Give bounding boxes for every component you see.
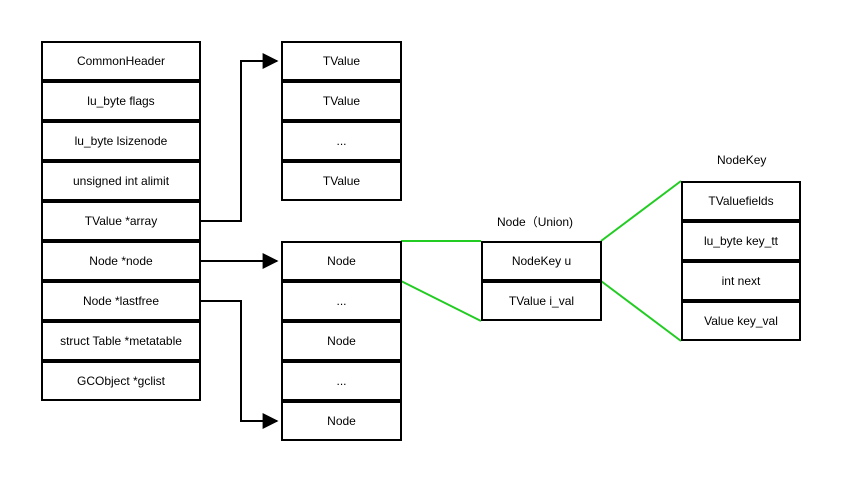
node-cell: Node: [281, 241, 402, 281]
table-field-lastfree: Node *lastfree: [41, 281, 201, 321]
array-pointer-arrow: [201, 53, 279, 222]
nodekey-expand-line-bottom: [600, 280, 682, 342]
table-field-flags: lu_byte flags: [41, 81, 201, 121]
table-field-gclist: GCObject *gclist: [41, 361, 201, 401]
node-cell-ellipsis: ...: [281, 361, 402, 401]
node-cell-ellipsis: ...: [281, 281, 402, 321]
table-field-node: Node *node: [41, 241, 201, 281]
table-field-lsizenode: lu_byte lsizenode: [41, 121, 201, 161]
node-union-title: Node（Union): [497, 215, 574, 229]
table-field-common-header: CommonHeader: [41, 41, 201, 81]
nodekey-field-key-val: Value key_val: [681, 301, 801, 341]
nodekey-field-key-tt: lu_byte key_tt: [681, 221, 801, 261]
array-cell: TValue: [281, 41, 402, 81]
table-field-metatable: struct Table *metatable: [41, 321, 201, 361]
nodekey-field-tvaluefields: TValuefields: [681, 181, 801, 221]
array-cell: TValue: [281, 81, 402, 121]
lastfree-pointer-arrow: [201, 300, 279, 429]
node-cell: Node: [281, 401, 402, 441]
table-field-alimit: unsigned int alimit: [41, 161, 201, 201]
array-cell-ellipsis: ...: [281, 121, 402, 161]
node-cell: Node: [281, 321, 402, 361]
nodekey-expand-line-top: [600, 180, 682, 242]
array-cell: TValue: [281, 161, 402, 201]
nodekey-field-next: int next: [681, 261, 801, 301]
node-expand-line-bottom: [400, 280, 482, 322]
nodekey-title: NodeKey: [717, 153, 767, 167]
table-field-array: TValue *array: [41, 201, 201, 241]
node-union-field-key: NodeKey u: [481, 241, 602, 281]
node-union-field-val: TValue i_val: [481, 281, 602, 321]
